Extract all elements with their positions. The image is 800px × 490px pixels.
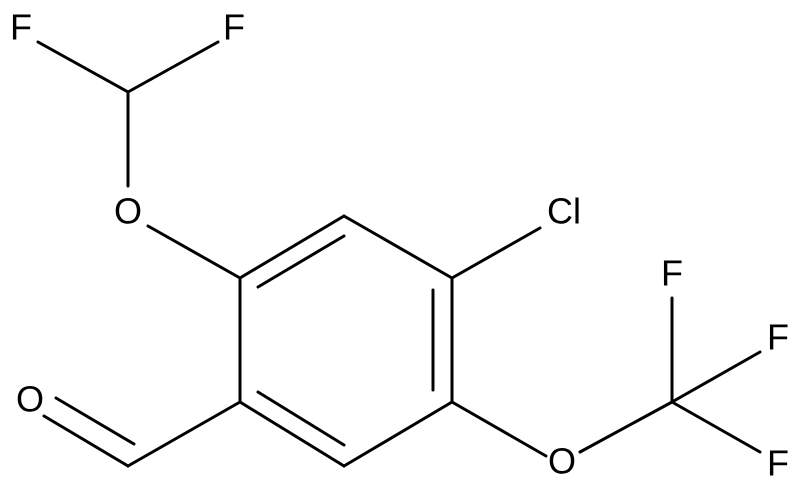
atom-o-trifluoromethoxy: O [548, 441, 576, 482]
bond-cho-to-o-double [54, 396, 136, 446]
bond-f-left-to-chf2 [36, 40, 130, 94]
ring-double-c5-c6 [256, 390, 346, 447]
atom-cl: Cl [547, 191, 581, 232]
bonds [36, 40, 762, 468]
bond-ring-to-cl [450, 226, 542, 280]
ring-double-c1-c2 [256, 234, 346, 289]
bond-cho-to-o [42, 414, 130, 468]
bond-ring-to-o-cf3 [450, 400, 548, 458]
bond-chf2-to-f-right [126, 40, 220, 94]
atom-o-aldehyde: O [16, 379, 44, 420]
atom-f-cf3-bottom: F [767, 443, 789, 484]
atom-f-cf3-right: F [767, 317, 789, 358]
ring-bond-c4-c5 [342, 400, 454, 468]
atom-f-top-left: F [10, 7, 32, 48]
ring-bond-c5-c6 [238, 400, 346, 468]
bond-cf3-to-f-bottom [670, 400, 762, 454]
bond-cf3-to-f-right [670, 350, 762, 404]
atom-f-top-right: F [223, 7, 245, 48]
bond-ring-to-cho [126, 400, 242, 468]
ring-bond-c1-c2 [238, 214, 346, 280]
bond-o-to-cf3 [578, 400, 674, 454]
atom-f-cf3-top: F [661, 253, 683, 294]
atom-labels: F F O Cl O F F F O [10, 7, 789, 484]
ring-bond-c2-c3 [342, 214, 454, 280]
atom-o-difluoromethoxy: O [114, 191, 142, 232]
bond-o-to-ring [146, 224, 242, 280]
